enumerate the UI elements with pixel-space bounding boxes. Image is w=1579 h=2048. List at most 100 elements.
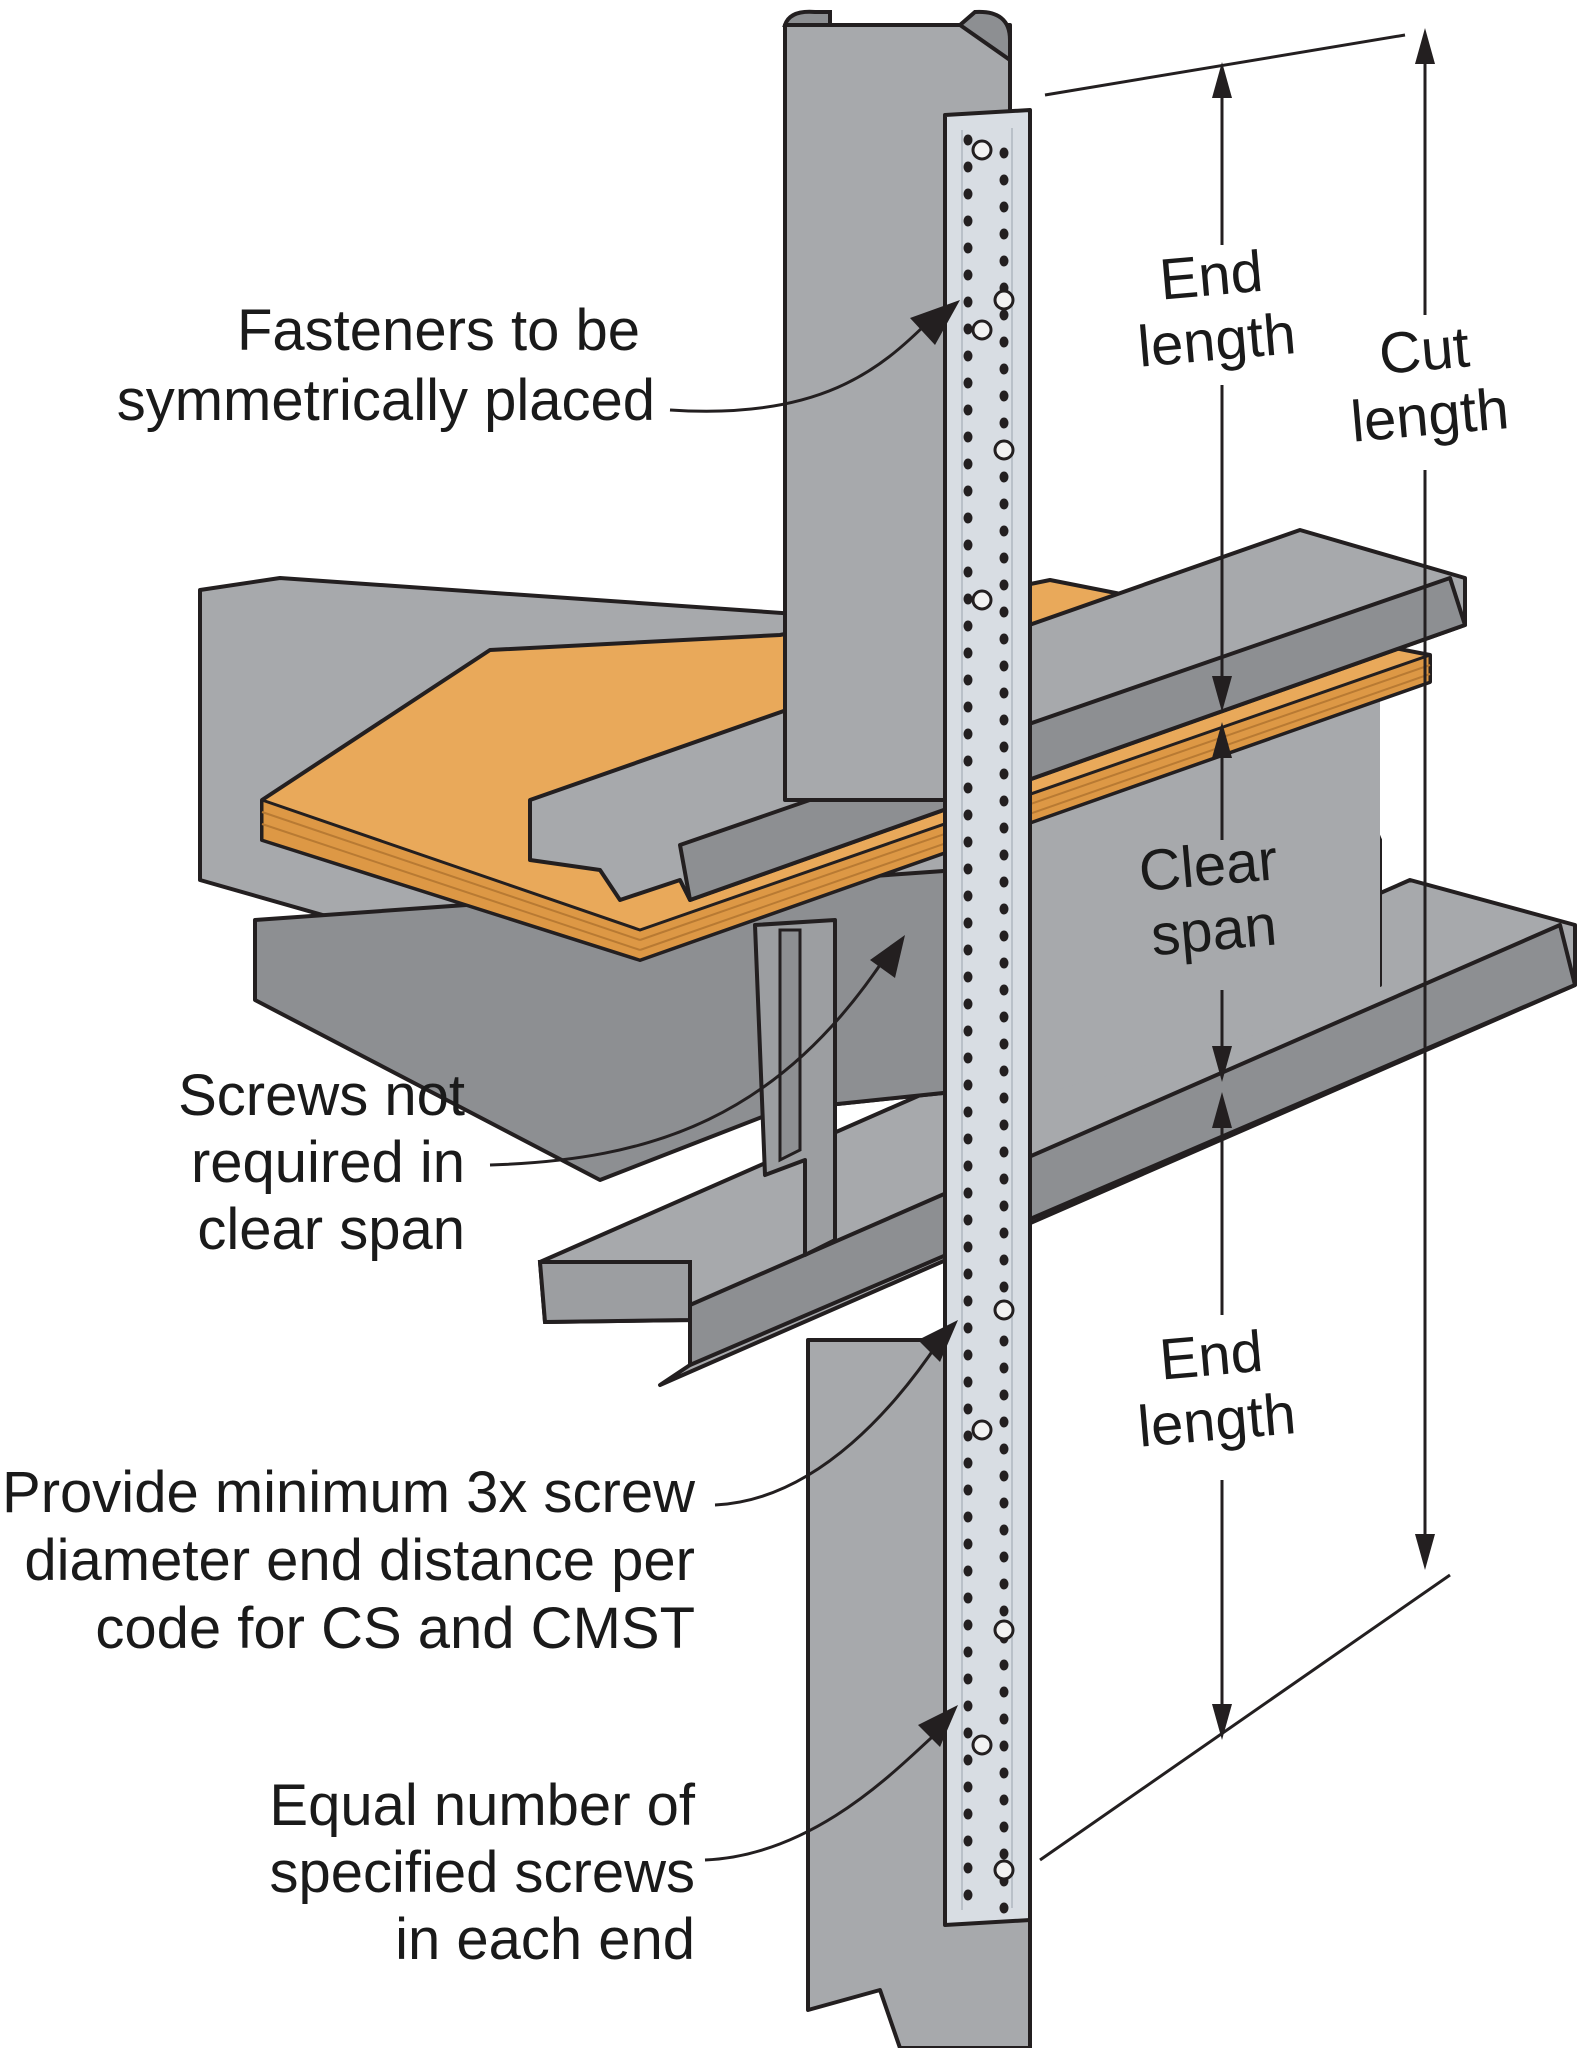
- leader-equal-number: [704, 1728, 941, 1862]
- strap-hole: [999, 1065, 1009, 1077]
- strap-hole: [963, 1295, 973, 1307]
- screw-head: [971, 589, 993, 611]
- strap-hole: [963, 1619, 973, 1631]
- strap-hole: [999, 471, 1009, 483]
- strap-hole: [999, 903, 1009, 915]
- strap-hole: [999, 1848, 1009, 1860]
- strap-hole: [963, 701, 973, 713]
- strap-hole: [999, 579, 1009, 591]
- equal-number-line-2: specified screws: [270, 1840, 695, 1905]
- strap-hole: [963, 1214, 973, 1226]
- dim-label-end-length-bottom: End length: [1135, 1319, 1298, 1460]
- strap-hole: [963, 512, 973, 524]
- strap-hole: [999, 1200, 1009, 1212]
- end-length-top-line-1: End: [1157, 239, 1265, 313]
- strap-hole: [999, 1119, 1009, 1131]
- strap-hole: [963, 404, 973, 416]
- strap-hole: [963, 1565, 973, 1577]
- strap-hole: [963, 836, 973, 848]
- strap-hole: [999, 660, 1009, 672]
- strap-hole: [963, 539, 973, 551]
- strap-hole: [963, 998, 973, 1010]
- strap-hole: [999, 687, 1009, 699]
- strap-hole: [963, 917, 973, 929]
- strap-hole: [963, 782, 973, 794]
- strap-hole: [999, 1767, 1009, 1779]
- strap-hole: [963, 269, 973, 281]
- strap-hole: [999, 1227, 1009, 1239]
- strap-hole: [963, 755, 973, 767]
- dim-label-end-length-top: End length: [1135, 239, 1298, 380]
- strap-hole: [999, 1443, 1009, 1455]
- strap-hole: [963, 1781, 973, 1793]
- end-distance-line-1: Provide minimum 3x screw: [2, 1460, 696, 1525]
- strap-hole: [999, 1011, 1009, 1023]
- screw-head: [993, 439, 1015, 461]
- screw-head: [971, 1734, 993, 1756]
- strap-hole: [999, 1281, 1009, 1293]
- leader-lines: [489, 318, 942, 1862]
- strap-hole: [963, 1646, 973, 1658]
- dimension-lines: [1039, 33, 1451, 1862]
- strap-hole: [999, 1551, 1009, 1563]
- strap-hole: [999, 201, 1009, 213]
- strap-hole: [999, 1389, 1009, 1401]
- strap-hole: [963, 1700, 973, 1712]
- callout-fasteners: Fasteners to be symmetrically placed: [117, 298, 655, 433]
- strap-hole: [999, 1713, 1009, 1725]
- strap-hole: [963, 728, 973, 740]
- strap-hole: [963, 647, 973, 659]
- callout-screws-not-required: Screws not required in clear span: [178, 1063, 465, 1262]
- strap-hole: [999, 309, 1009, 321]
- cut-length-line-2: length: [1348, 376, 1511, 455]
- strap-hole: [963, 1106, 973, 1118]
- screw-head: [971, 139, 993, 161]
- strap-hole: [963, 1673, 973, 1685]
- strap-hole: [999, 606, 1009, 618]
- strap-hole: [963, 1079, 973, 1091]
- strap-hole: [963, 485, 973, 497]
- screw-head: [993, 1299, 1015, 1321]
- strap-hole: [999, 1092, 1009, 1104]
- strap-hole: [963, 1160, 973, 1172]
- strap-hole: [999, 228, 1009, 240]
- strap-hole: [999, 1038, 1009, 1050]
- end-distance-line-2: diameter end distance per: [24, 1528, 695, 1593]
- strap-hole: [963, 1430, 973, 1442]
- clear-span-line-2: span: [1148, 893, 1279, 969]
- strap-hole: [999, 1605, 1009, 1617]
- strap-hole: [963, 1862, 973, 1874]
- strap-hole: [999, 795, 1009, 807]
- metal-strap: [943, 108, 1032, 1927]
- leader-screws-not-required: [489, 949, 892, 1167]
- strap-hole: [999, 147, 1009, 159]
- strap-hole: [999, 1686, 1009, 1698]
- strap-holes: [963, 134, 1015, 1914]
- strap-hole: [963, 1376, 973, 1388]
- strap-hole: [999, 849, 1009, 861]
- strap-hole: [999, 1902, 1009, 1914]
- callout-equal-number: Equal number of specified screws in each…: [269, 1773, 695, 1972]
- strap-hole: [963, 890, 973, 902]
- strap-hole: [963, 188, 973, 200]
- strap-hole: [999, 930, 1009, 942]
- strap-hole: [999, 1335, 1009, 1347]
- strap-hole: [963, 1457, 973, 1469]
- strap-hole: [999, 1578, 1009, 1590]
- strap-hole: [963, 1592, 973, 1604]
- strap-hole: [963, 971, 973, 983]
- strap-hole: [963, 431, 973, 443]
- dim-label-cut-length: Cut length: [1348, 314, 1511, 455]
- strap-hole: [963, 1484, 973, 1496]
- strap-hole: [999, 255, 1009, 267]
- strap-hole: [999, 336, 1009, 348]
- fasteners-line-2: symmetrically placed: [117, 368, 655, 433]
- strap-hole: [999, 363, 1009, 375]
- end-distance-line-3: code for CS and CMST: [95, 1596, 695, 1661]
- clear-span-line-1: Clear: [1136, 827, 1280, 904]
- strap-hole: [999, 714, 1009, 726]
- strap-hole: [963, 1511, 973, 1523]
- strap-hole: [999, 525, 1009, 537]
- dim-label-clear-span: Clear span: [1136, 827, 1280, 969]
